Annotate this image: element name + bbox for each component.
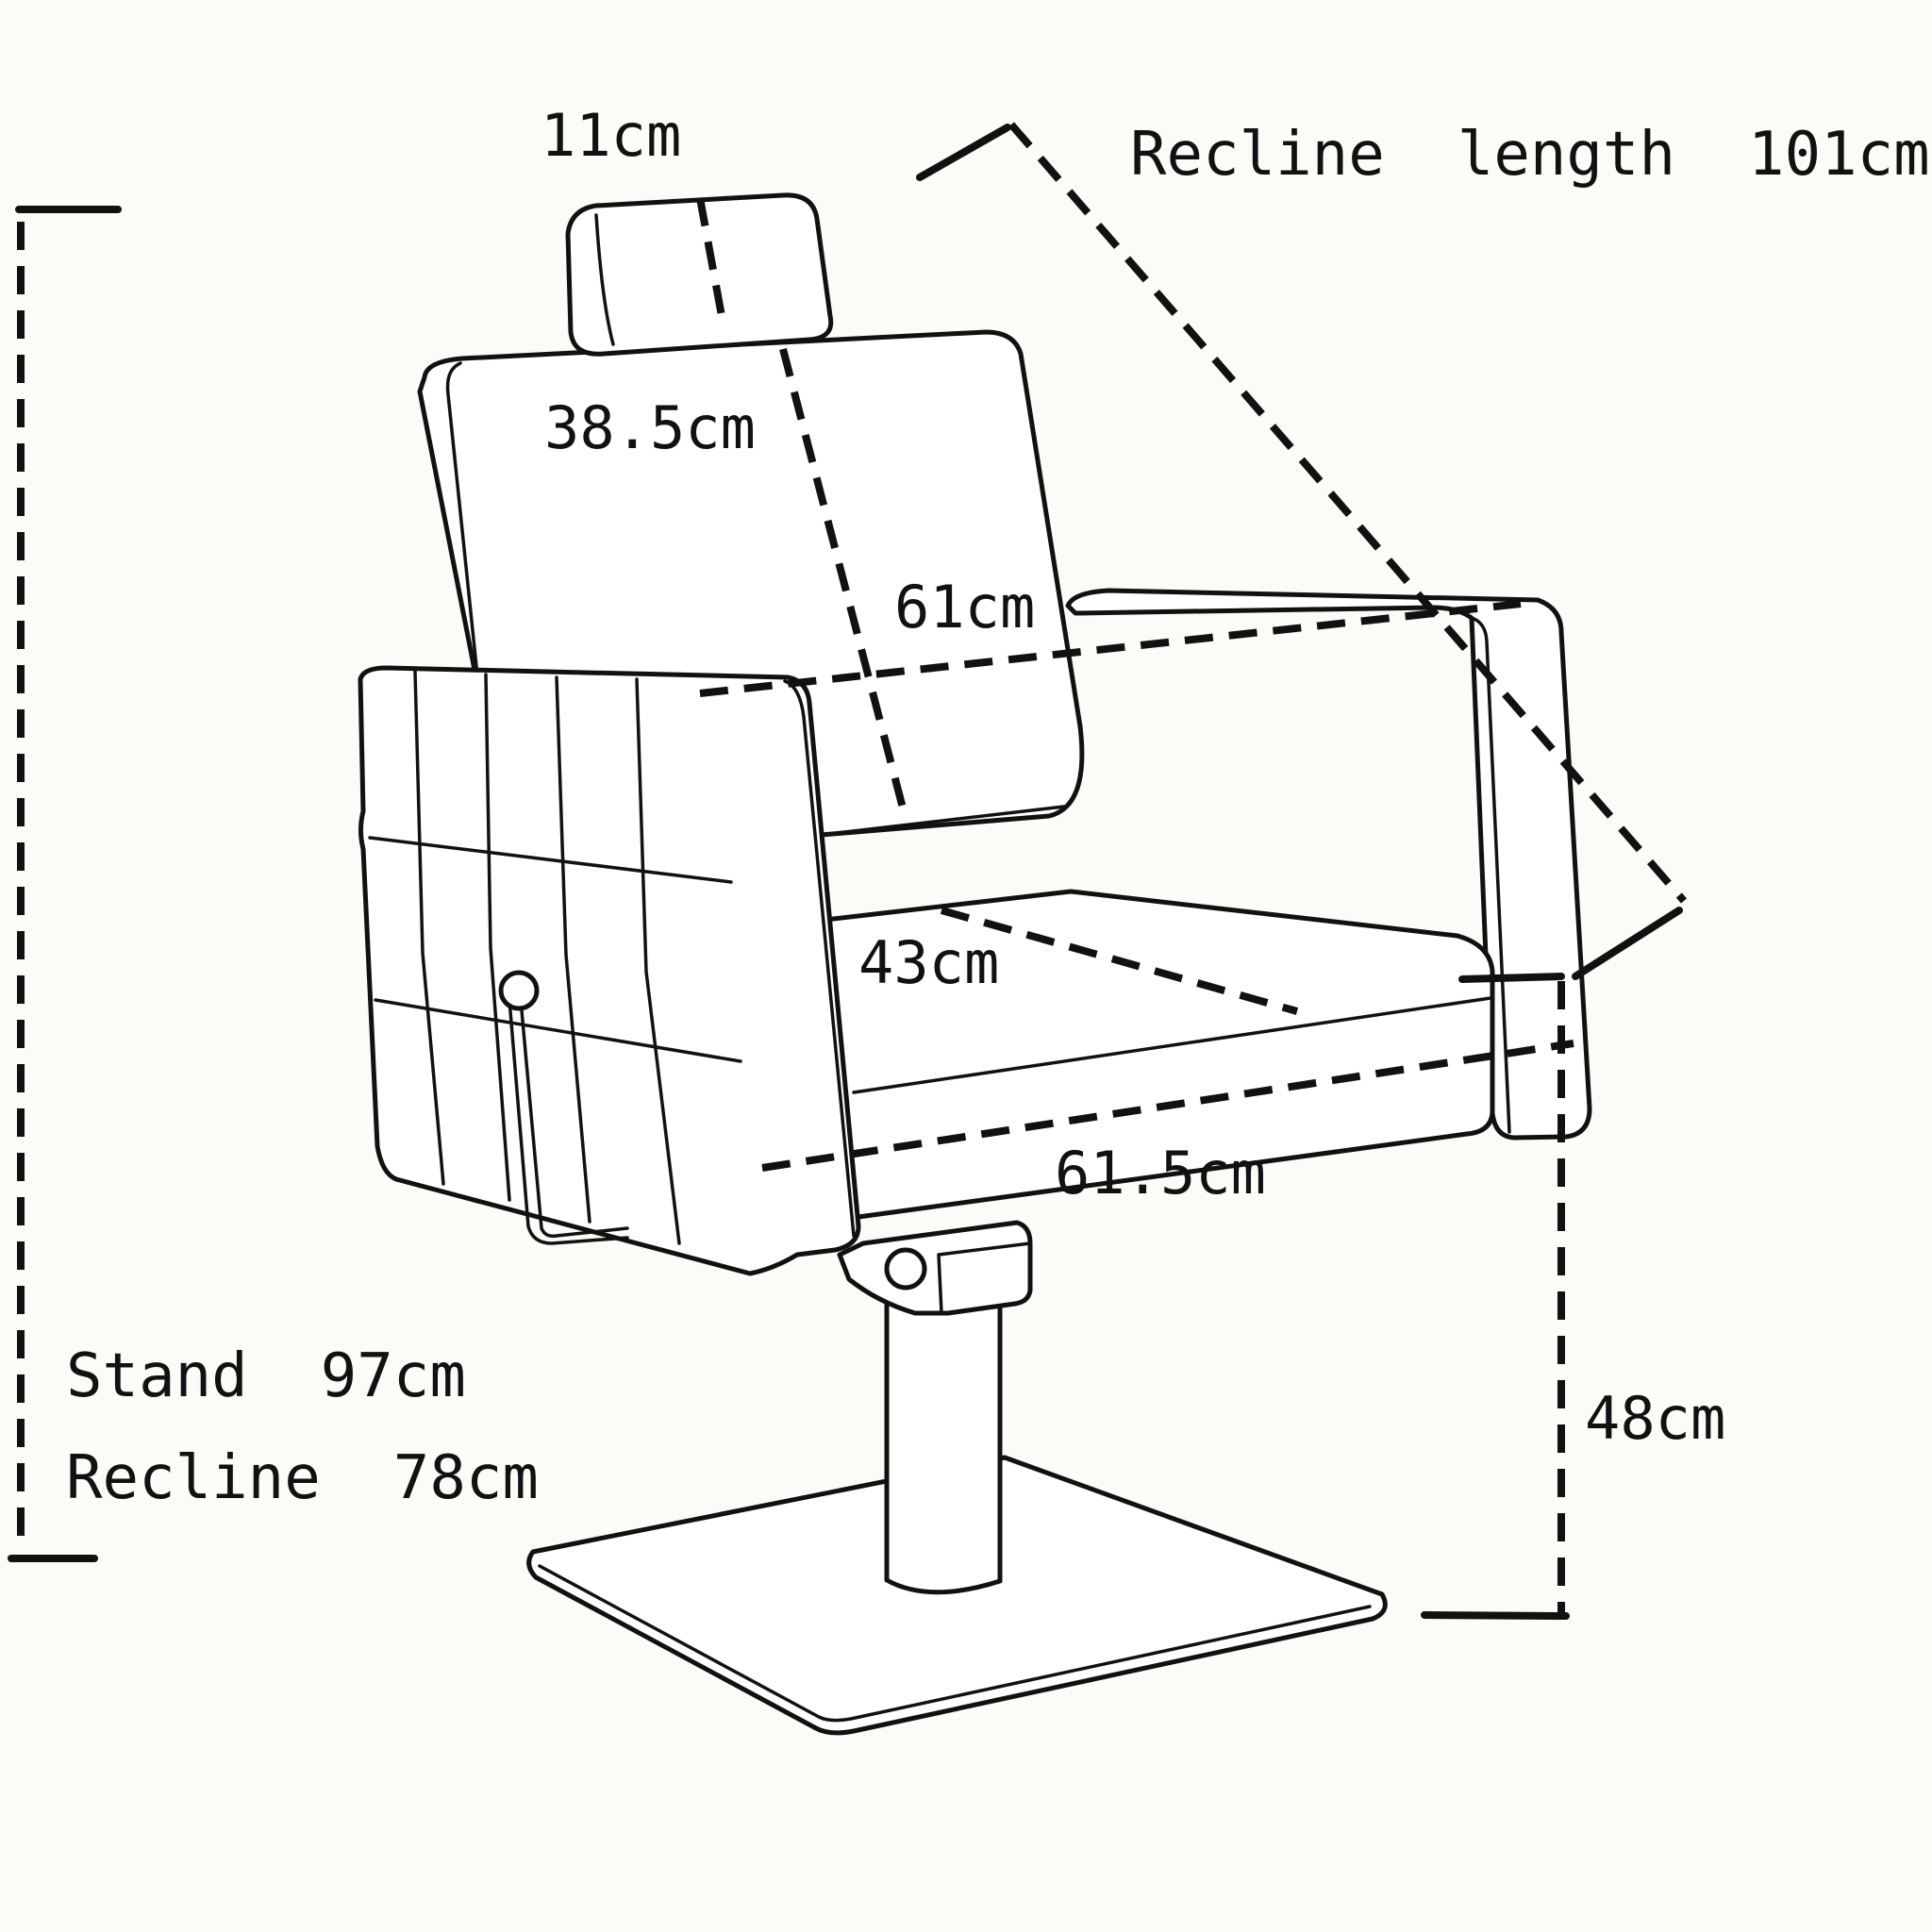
headrest (565, 192, 834, 357)
recline-length-dimension-line (916, 122, 1688, 980)
seat-width-dimension-line (761, 1040, 1574, 1172)
height-dimension-line (8, 206, 122, 1562)
backrest-width-dimension-line (699, 600, 1522, 697)
seat-depth-label: 43cm (858, 928, 999, 997)
seat-height-dimension-line (1421, 973, 1570, 1620)
recline-length-label: Recline length 101cm (1130, 120, 1930, 190)
hydraulic-pole (884, 1280, 1003, 1595)
backrest-width-label: 61cm (894, 573, 1035, 641)
dimension-lines (8, 122, 1688, 1620)
stand-height-label: Stand 97cm (66, 1341, 466, 1411)
base-plate (526, 1455, 1388, 1736)
dimension-labels: 11cm Recline length 101cm 38.5cm 61cm 43… (66, 101, 1930, 1513)
pump-housing (837, 1220, 1033, 1316)
backrest-height-dimension-line (779, 347, 909, 821)
seat-depth-dimension-line (940, 907, 1299, 1015)
seat-height-label: 48cm (1585, 1384, 1725, 1453)
headrest-width-label: 11cm (541, 101, 681, 170)
headrest-dimension-line (696, 197, 725, 317)
backrest-height-label: 38.5cm (544, 393, 756, 462)
recline-height-label: Recline 78cm (66, 1443, 539, 1513)
left-armrest (358, 665, 861, 1276)
recline-lever (498, 970, 629, 1245)
seat-width-label: 61.5cm (1055, 1139, 1266, 1208)
right-armrest (1065, 588, 1592, 1141)
